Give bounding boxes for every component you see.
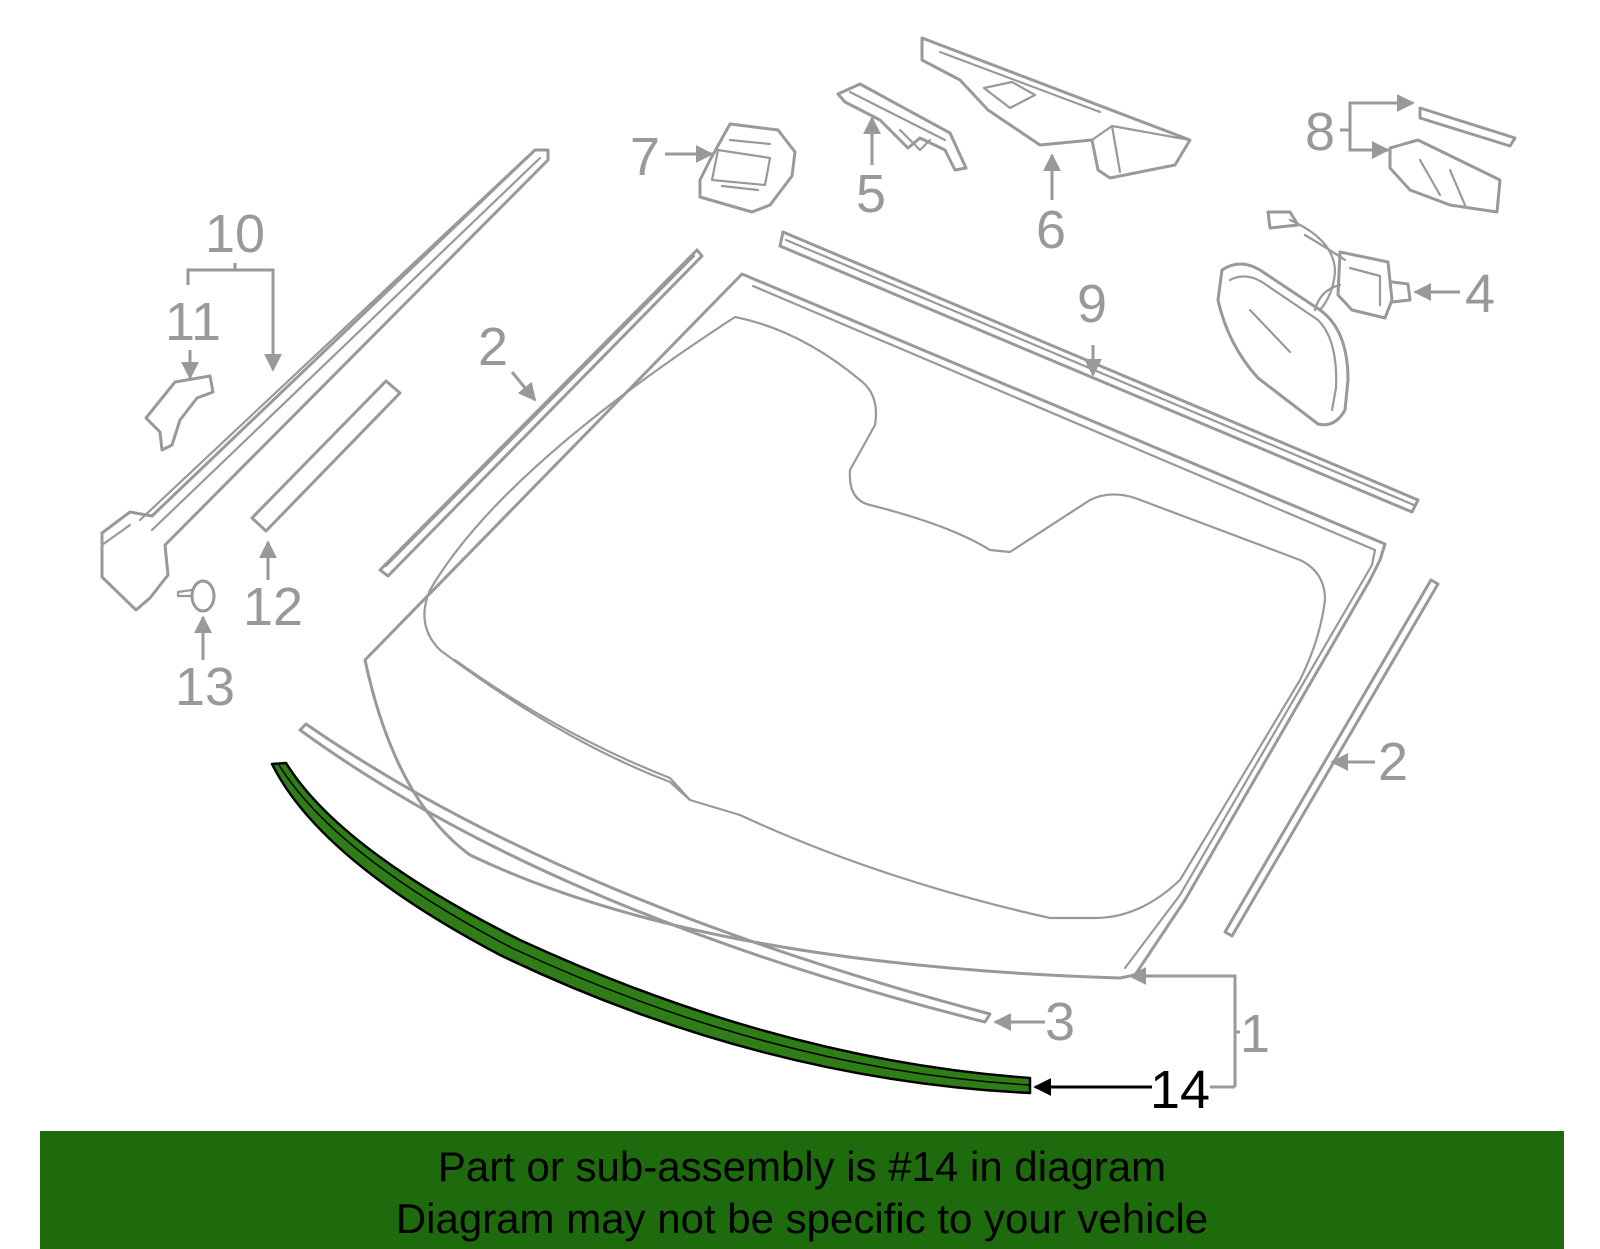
banner-line-2: Diagram may not be specific to your vehi…: [395, 1195, 1209, 1242]
callout-labels: 1 2 2 3 4 5 6 7 8 9 10 11 12 13 14: [165, 102, 1495, 1120]
pillar-clip[interactable]: [144, 374, 215, 452]
callout-2-left: 2: [478, 317, 508, 377]
callout-12: 12: [243, 577, 303, 637]
callout-13: 13: [175, 657, 235, 717]
side-molding-left[interactable]: [378, 248, 704, 578]
leader-lines: [181, 94, 1460, 1096]
callout-6: 6: [1036, 200, 1066, 260]
callout-3: 3: [1045, 992, 1075, 1052]
callout-2-right: 2: [1378, 732, 1408, 792]
callout-7: 7: [630, 127, 660, 187]
mirror-cover[interactable]: [920, 36, 1192, 180]
lower-molding[interactable]: [298, 722, 992, 1024]
callout-4: 4: [1465, 264, 1495, 324]
part-14-seal[interactable]: [270, 761, 1032, 1095]
cover-pieces[interactable]: [1388, 106, 1517, 214]
side-molding-right[interactable]: [1223, 578, 1440, 938]
grommet[interactable]: [176, 579, 216, 613]
callout-10: 10: [205, 204, 265, 264]
callout-14: 14: [1150, 1060, 1210, 1120]
mount-bracket[interactable]: [836, 82, 968, 172]
callout-11: 11: [165, 292, 221, 352]
windshield-glass[interactable]: [363, 272, 1387, 980]
info-banner: Part or sub-assembly is #14 in diagram D…: [40, 1131, 1564, 1249]
callout-8: 8: [1305, 102, 1335, 162]
banner-line-1: Part or sub-assembly is #14 in diagram: [437, 1143, 1167, 1190]
callout-5: 5: [856, 164, 886, 224]
sensor-module[interactable]: [698, 122, 797, 214]
rearview-mirror[interactable]: [1216, 210, 1412, 427]
callout-9: 9: [1077, 274, 1107, 334]
callout-1: 1: [1240, 1004, 1270, 1064]
trim-strip[interactable]: [250, 379, 402, 533]
pillar-trim[interactable]: [100, 148, 550, 612]
